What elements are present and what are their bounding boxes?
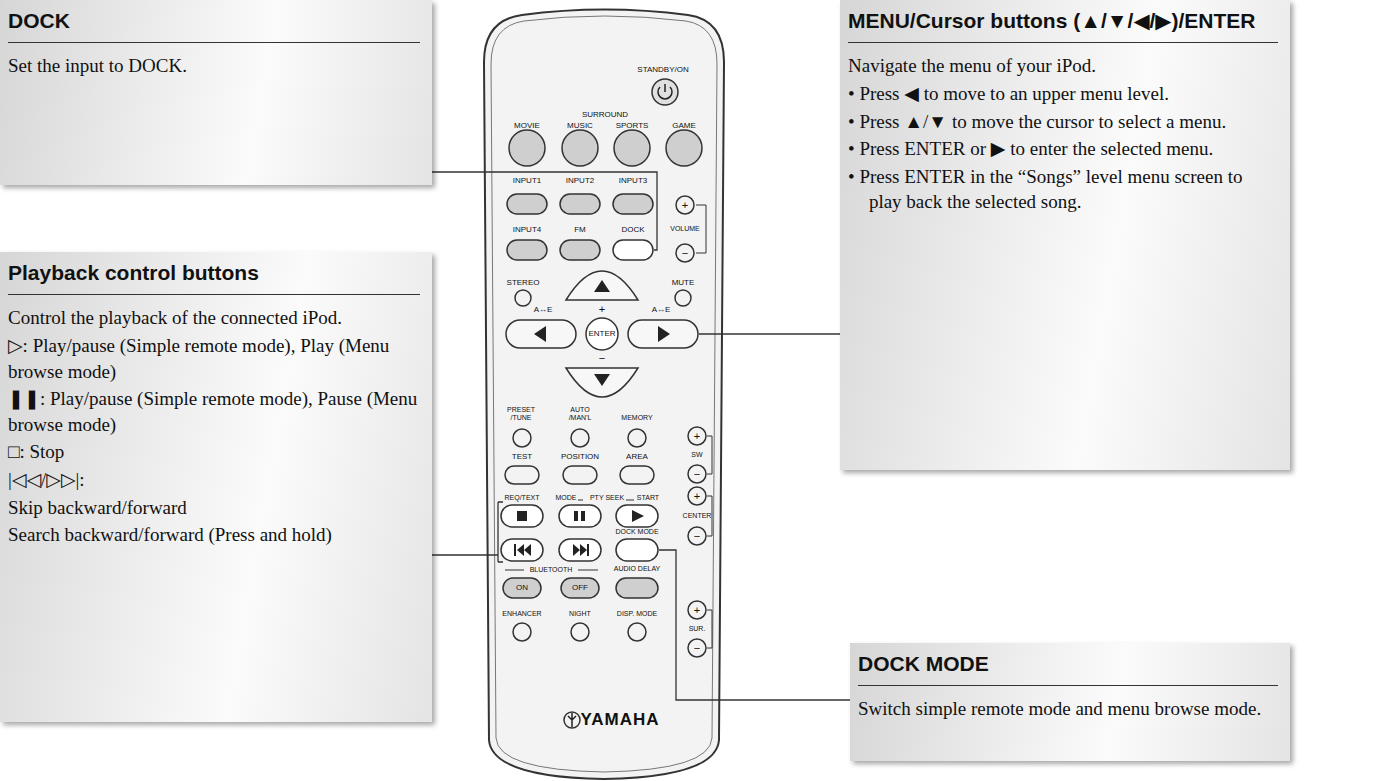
button-label: − bbox=[599, 352, 605, 364]
button-label: PTY SEEK bbox=[590, 494, 624, 502]
button-label: + bbox=[694, 490, 700, 502]
callout-text: • Press ▲/▼ to move the cursor to select… bbox=[848, 109, 1278, 135]
button-label: + bbox=[694, 604, 700, 616]
button-label: YAMAHA bbox=[580, 711, 659, 730]
callout-box: DOCK MODE Switch simple remote mode and m… bbox=[850, 643, 1290, 761]
button-label: AREA bbox=[626, 453, 648, 462]
button-label: OFF bbox=[572, 584, 588, 593]
button-label: STEREO bbox=[507, 279, 540, 288]
callout-heading: DOCK bbox=[8, 8, 420, 43]
button-label: SPORTS bbox=[616, 122, 649, 131]
remote-body bbox=[484, 10, 724, 780]
button-label: INPUT1 bbox=[513, 177, 541, 186]
button-label: SW bbox=[691, 451, 702, 459]
button-label: INPUT2 bbox=[566, 177, 594, 186]
button-label: AUTO /MAN'L bbox=[562, 406, 598, 421]
callout-text: ❚❚: Play/pause (Simple remote mode), Pau… bbox=[8, 386, 420, 437]
button-label: DOCK MODE bbox=[615, 528, 658, 536]
callout-box: MENU/Cursor buttons (▲/▼/◀/▶)/ENTER Navig… bbox=[840, 0, 1290, 470]
button-label: INPUT3 bbox=[619, 177, 647, 186]
callout-text: □: Stop bbox=[8, 439, 420, 465]
menu-leader bbox=[699, 333, 840, 334]
button-label: NIGHT bbox=[569, 610, 591, 618]
callout-text: Control the playback of the connected iP… bbox=[8, 305, 420, 331]
button-label: DOCK bbox=[621, 226, 644, 235]
button-label: POSITION bbox=[561, 453, 599, 462]
button-label: − bbox=[694, 468, 700, 480]
button-label: GAME bbox=[672, 122, 696, 131]
callout-box: Playback control buttonsControl the play… bbox=[0, 252, 432, 722]
callout-text: Set the input to DOCK. bbox=[8, 53, 420, 79]
callout-heading: Playback control buttons bbox=[8, 260, 420, 295]
callout-heading: MENU/Cursor buttons (▲/▼/◀/▶)/ENTER bbox=[848, 8, 1278, 43]
button-label: BLUETOOTH bbox=[530, 566, 573, 574]
button-label: − bbox=[694, 530, 700, 542]
button-label: ENTER bbox=[588, 330, 615, 339]
callout-text: |◁◁/▷▷|: bbox=[8, 467, 420, 493]
button-label: FM bbox=[574, 226, 586, 235]
button-label: A↔E bbox=[652, 306, 671, 315]
callout-box: DOCK Set the input to DOCK. bbox=[0, 0, 432, 185]
button-label: MEMORY bbox=[621, 414, 652, 422]
callout-text: Navigate the menu of your iPod. bbox=[848, 53, 1278, 79]
dock-mode-leader bbox=[659, 550, 850, 700]
button-label: START bbox=[637, 494, 659, 502]
button-label: ON bbox=[516, 584, 528, 593]
buttons bbox=[501, 79, 706, 728]
callout-text: • Press ENTER in the “Songs” level menu … bbox=[848, 164, 1278, 215]
button-label: TEST bbox=[512, 453, 532, 462]
group-brackets bbox=[505, 205, 712, 648]
button-label: SURROUND bbox=[582, 111, 628, 120]
button-label: A↔E bbox=[534, 306, 553, 315]
button-label: ENHANCER bbox=[502, 610, 541, 618]
button-label: MODE bbox=[556, 494, 577, 502]
callout-text: Search backward/forward (Press and hold) bbox=[8, 522, 420, 548]
button-label: PRESET /TUNE bbox=[503, 406, 539, 421]
button-label: INPUT4 bbox=[513, 226, 541, 235]
button-label: MUTE bbox=[672, 279, 695, 288]
button-label: + bbox=[682, 199, 688, 211]
button-label: SUR. bbox=[689, 625, 706, 633]
button-label: STANDBY/ON bbox=[637, 66, 688, 75]
callout-heading: DOCK MODE bbox=[858, 651, 1278, 686]
button-label: AUDIO DELAY bbox=[614, 565, 661, 573]
button-label: MUSIC bbox=[567, 122, 593, 131]
button-label: REQ/TEXT bbox=[504, 494, 539, 502]
playback-leader bbox=[432, 502, 503, 562]
callout-text: • Press ENTER or ▶ to enter the selected… bbox=[848, 136, 1278, 162]
dock-leader bbox=[432, 172, 657, 250]
button-label: DISP. MODE bbox=[617, 610, 657, 618]
button-label: + bbox=[694, 430, 700, 442]
button-label: MOVIE bbox=[514, 122, 540, 131]
callout-text: Switch simple remote mode and menu brows… bbox=[858, 696, 1278, 722]
callout-text: ▷: Play/pause (Simple remote mode), Play… bbox=[8, 333, 420, 384]
button-label: VOLUME bbox=[670, 225, 700, 233]
button-label: − bbox=[682, 247, 688, 259]
button-label: − bbox=[694, 642, 700, 654]
button-label: CENTER bbox=[683, 512, 712, 520]
callout-text: • Press ◀ to move to an upper menu level… bbox=[848, 81, 1278, 107]
callout-text: Skip backward/forward bbox=[8, 495, 420, 521]
button-label: + bbox=[599, 303, 605, 315]
leader-lines bbox=[432, 172, 850, 700]
